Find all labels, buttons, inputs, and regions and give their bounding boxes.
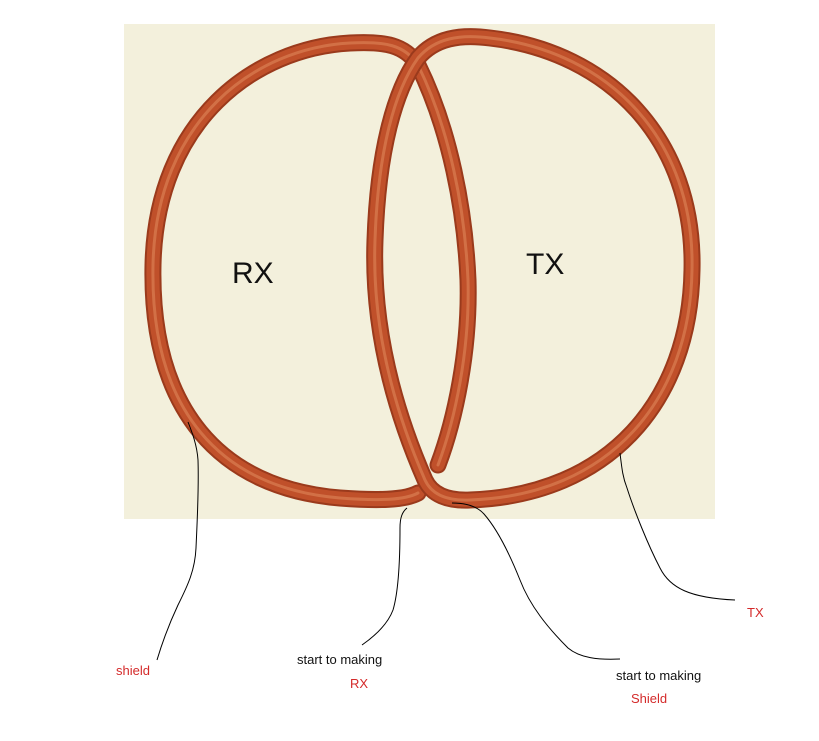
rx-start-note-line2: RX (350, 676, 368, 691)
shield-start-note-line2: Shield (631, 691, 667, 706)
shield-start-note-line1: start to making (616, 668, 701, 683)
shield-start-leader-line (451, 502, 621, 660)
rx-coil-label: RX (232, 257, 274, 290)
tx-note: TX (747, 605, 764, 620)
rx-coil-wire-highlight (151, 41, 470, 502)
rx-start-leader-line (361, 507, 408, 646)
rx-start-note-line1: start to making (297, 652, 382, 667)
tx-coil-label: TX (526, 248, 564, 281)
tx-leader-line (619, 452, 736, 601)
shield-left-note: shield (116, 663, 150, 678)
tx-coil-wire-highlight (373, 35, 694, 502)
tx-coil (366, 28, 701, 509)
rx-coil (144, 34, 477, 509)
shield-leader-line (156, 421, 199, 661)
